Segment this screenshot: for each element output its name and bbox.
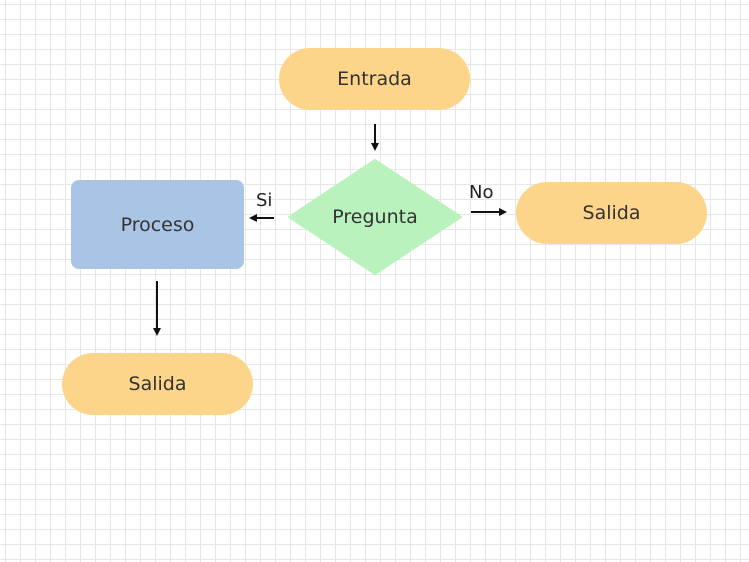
salida-node-right[interactable]: Salida: [516, 182, 707, 244]
pregunta-node[interactable]: Pregunta: [289, 160, 461, 274]
proceso-node[interactable]: Proceso: [71, 180, 244, 269]
pregunta-label: Pregunta: [332, 206, 418, 228]
proceso-label: Proceso: [120, 213, 195, 236]
decision-diamond[interactable]: [288, 159, 462, 275]
entrada-label: Entrada: [337, 68, 412, 90]
salida-bottom-label: Salida: [128, 373, 187, 395]
salida-right-label: Salida: [582, 202, 641, 224]
salida-node-bottom[interactable]: Salida: [62, 353, 253, 415]
entrada-node[interactable]: Entrada: [279, 48, 470, 110]
edge-label-si: Si: [256, 190, 273, 211]
edge-label-no: No: [469, 182, 494, 203]
